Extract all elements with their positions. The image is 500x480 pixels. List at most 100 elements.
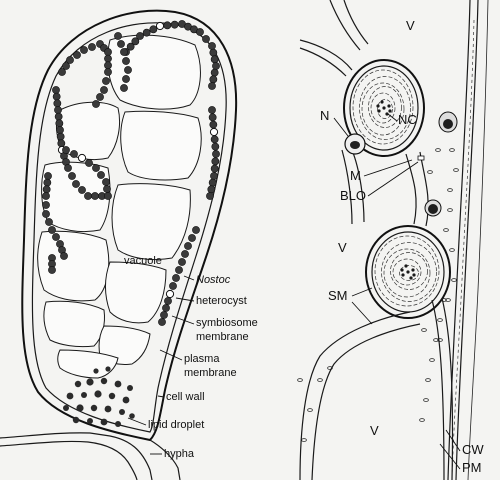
- nostoc-bead: [53, 99, 62, 108]
- nostoc-bead: [192, 226, 200, 234]
- thylakoid-ring: [381, 242, 437, 302]
- leader-lipid: [127, 417, 147, 426]
- label-lipid-droplet: lipid droplet: [148, 419, 204, 431]
- nostoc-bead: [175, 266, 183, 274]
- nucleoid-granule: [400, 268, 404, 272]
- nostoc-bead: [54, 112, 63, 121]
- cytoplasm-speckle: [441, 298, 447, 302]
- label-cell-wall: cell wall: [166, 391, 205, 403]
- nostoc-bead: [80, 46, 88, 54]
- nostoc-bead: [210, 135, 219, 144]
- thylakoid-ring: [359, 76, 411, 140]
- thylakoid-ring: [390, 252, 428, 290]
- nostoc-bead: [104, 68, 112, 76]
- label-nostoc: Nostoc: [196, 274, 231, 286]
- nostoc-bead: [97, 171, 105, 179]
- nostoc-bead: [102, 77, 110, 85]
- hypha-right: [149, 439, 181, 480]
- nostoc-bead: [210, 164, 219, 173]
- nostoc-bead: [120, 84, 128, 92]
- nostoc-bead: [207, 185, 216, 194]
- leader-pm: [439, 443, 461, 470]
- nostoc-bead: [104, 54, 112, 63]
- nostoc-bead: [142, 28, 151, 37]
- thylakoid-ring: [370, 92, 396, 124]
- nostoc-bead: [169, 282, 177, 290]
- nostoc-bead: [212, 62, 220, 70]
- nostoc-bead: [206, 192, 214, 200]
- nucleoid-granule: [376, 104, 380, 108]
- label-plasma-line1: plasma: [184, 353, 220, 365]
- label-v-top: V: [406, 18, 415, 33]
- nostoc-bead: [208, 82, 216, 90]
- nostoc-bead: [102, 178, 110, 186]
- nostoc-bead: [96, 93, 104, 101]
- leader-nc: [387, 113, 398, 122]
- cw-texture: [451, 19, 475, 479]
- nostoc-bead: [66, 56, 74, 64]
- nostoc-bead: [62, 62, 70, 70]
- cytoplasm-speckle: [425, 378, 431, 382]
- nostoc-bead: [178, 258, 186, 266]
- cytoplasm-speckle: [429, 358, 435, 362]
- nostoc-bead: [158, 318, 166, 326]
- cytoplasm-speckle: [445, 298, 451, 302]
- cytoplasm-band-left: [341, 149, 365, 225]
- label-cw: CW: [462, 442, 484, 457]
- nostoc-bead: [45, 218, 53, 226]
- nostoc-bead: [58, 68, 66, 76]
- nostoc-bead: [54, 106, 62, 114]
- cytoplasm-speckle: [317, 378, 323, 382]
- nostoc-bead: [172, 274, 180, 282]
- nostoc-bead: [162, 304, 170, 312]
- leader-nostoc: [183, 275, 195, 281]
- nucleoid-granule: [388, 109, 392, 113]
- leader-plasma: [159, 349, 183, 361]
- nostoc-bead: [92, 100, 100, 108]
- label-symbiosome-line1: symbiosome: [196, 317, 258, 329]
- nostoc-bead: [104, 48, 112, 56]
- leader-sm-1: [351, 287, 373, 297]
- nostoc-bead: [126, 42, 135, 51]
- nostoc-bead: [124, 66, 132, 74]
- blo-body: [417, 155, 425, 161]
- cytoplasm-speckle: [451, 278, 457, 282]
- nucleoid-granule: [409, 276, 413, 280]
- nostoc-bead: [91, 192, 99, 200]
- leader-sm-2: [351, 301, 373, 325]
- cytoplasm-speckle: [435, 148, 441, 152]
- right-panel: V N NC M BLO V SM V CW PM: [297, 0, 489, 480]
- label-heterocyst: heterocyst: [196, 295, 247, 307]
- nostoc-bead: [56, 126, 64, 134]
- nostoc-bead: [44, 172, 52, 180]
- nostoc-bead: [52, 92, 61, 101]
- nostoc-bead: [72, 180, 80, 188]
- leader-symbiosome: [171, 315, 195, 325]
- thylakoid-ring: [392, 258, 422, 286]
- label-hypha: hypha: [164, 448, 195, 460]
- nostoc-bead: [62, 146, 70, 154]
- label-pm: PM: [462, 460, 482, 475]
- cell-wall-right-outer: [467, 0, 489, 480]
- nostoc-bead: [42, 192, 50, 200]
- label-blo: BLO: [340, 188, 366, 203]
- label-symbiosome-line2: membrane: [196, 331, 249, 343]
- nostoc-bead: [164, 297, 172, 305]
- nostoc-bead: [210, 55, 219, 64]
- lipid-droplets: [63, 366, 135, 427]
- nostoc-bead: [73, 51, 81, 59]
- nostoc-bead: [208, 178, 217, 187]
- nostoc-bead: [160, 311, 168, 319]
- upper-cytoplasm-line: [299, 39, 353, 77]
- cytoplasm-speckle: [307, 408, 313, 412]
- leader-heterocyst: [175, 297, 195, 302]
- nostoc-bead: [131, 37, 140, 46]
- nostoc-bead: [212, 150, 220, 158]
- nucleoid-granule: [380, 100, 384, 104]
- nostoc-bead: [104, 192, 112, 200]
- nostoc-bead: [103, 185, 111, 193]
- leader-m: [363, 159, 413, 177]
- cytoplasm-speckle: [447, 208, 453, 212]
- label-vacuole: vacuole: [124, 255, 162, 267]
